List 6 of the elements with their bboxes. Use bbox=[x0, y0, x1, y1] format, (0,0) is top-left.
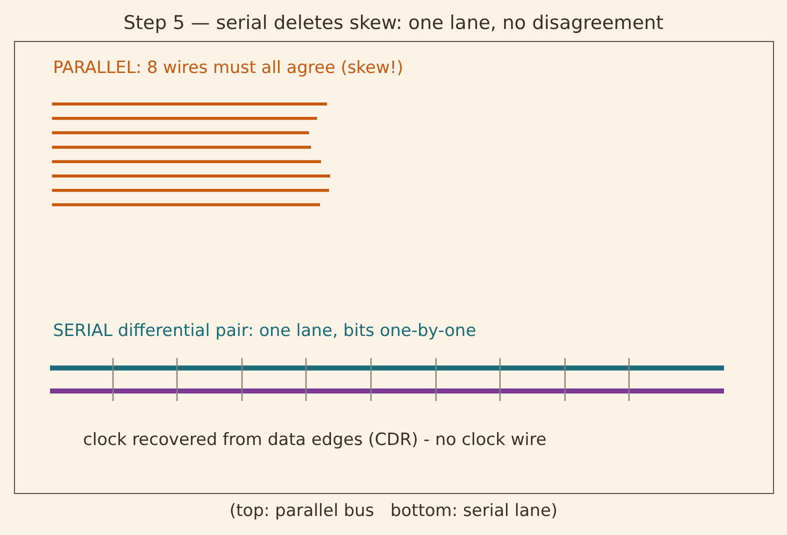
cdr-note: clock recovered from data edges (CDR) - no clock wire bbox=[83, 429, 546, 452]
diagram-caption: (top: parallel bus bottom: serial lane) bbox=[228, 500, 559, 523]
parallel-heading: PARALLEL: 8 wires must all agree (skew!) bbox=[53, 57, 404, 80]
diagram-title: Step 5 — serial deletes skew: one lane, no disagreement bbox=[122, 11, 664, 35]
frame-box bbox=[14, 41, 774, 494]
serial-heading: SERIAL differential pair: one lane, bits one-by-one bbox=[53, 320, 476, 343]
